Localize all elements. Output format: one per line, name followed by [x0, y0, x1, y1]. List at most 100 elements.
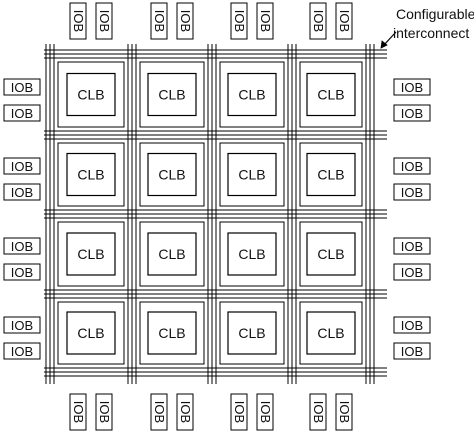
iob-label: IOB [401, 106, 423, 121]
clb-label: CLB [238, 246, 265, 262]
iob-block [335, 393, 353, 431]
iob-block [309, 2, 327, 40]
iob-block [3, 263, 41, 281]
iob-block [393, 104, 431, 122]
clb-label: CLB [238, 325, 265, 341]
iob-label: IOB [11, 239, 33, 254]
iob-label: IOB [11, 80, 33, 95]
iob-block [69, 2, 87, 40]
annotation-line-2: interconnect [393, 25, 470, 41]
iob-label: IOB [401, 344, 423, 359]
clb-block [306, 152, 356, 197]
iob-block [230, 393, 248, 431]
annotation-arrow-head [380, 40, 388, 49]
clb-block [147, 72, 197, 117]
clb-block [227, 152, 277, 197]
iob-label: IOB [152, 10, 167, 32]
iob-label: IOB [11, 106, 33, 121]
clb-block [66, 152, 116, 197]
iob-block [150, 393, 168, 431]
iob-block [150, 2, 168, 40]
clb-label: CLB [158, 246, 185, 262]
clb-label: CLB [77, 87, 104, 103]
clb-block [306, 232, 356, 276]
clb-label: CLB [158, 325, 185, 341]
iob-label: IOB [11, 159, 33, 174]
iob-label: IOB [311, 10, 326, 32]
iob-block [3, 183, 41, 201]
clb-label: CLB [158, 167, 185, 183]
iob-block [230, 2, 248, 40]
clb-block [306, 311, 356, 355]
clb-block [66, 311, 116, 355]
iob-label: IOB [232, 10, 247, 32]
iob-block [95, 2, 113, 40]
iob-block [393, 237, 431, 255]
iob-label: IOB [401, 239, 423, 254]
iob-block [393, 157, 431, 175]
iob-label: IOB [401, 159, 423, 174]
iob-block [69, 393, 87, 431]
iob-label: IOB [258, 10, 273, 32]
clb-label: CLB [317, 246, 344, 262]
clb-block [66, 72, 116, 117]
clb-label: CLB [77, 246, 104, 262]
iob-block [3, 316, 41, 334]
clb-label: CLB [238, 167, 265, 183]
iob-block [309, 393, 327, 431]
clb-block [147, 232, 197, 276]
iob-label: IOB [11, 185, 33, 200]
iob-label: IOB [11, 318, 33, 333]
clb-label: CLB [238, 87, 265, 103]
iob-label: IOB [401, 318, 423, 333]
clb-block [147, 152, 197, 197]
iob-label: IOB [152, 401, 167, 423]
iob-label: IOB [311, 401, 326, 423]
iob-label: IOB [97, 401, 112, 423]
iob-label: IOB [337, 10, 352, 32]
iob-block [393, 78, 431, 96]
clb-label: CLB [317, 325, 344, 341]
iob-label: IOB [258, 401, 273, 423]
iob-block [393, 183, 431, 201]
clb-block [227, 72, 277, 117]
iob-block [176, 393, 194, 431]
iob-label: IOB [401, 80, 423, 95]
iob-label: IOB [71, 10, 86, 32]
iob-label: IOB [401, 265, 423, 280]
iob-label: IOB [11, 344, 33, 359]
iob-block [393, 342, 431, 360]
iob-block [3, 157, 41, 175]
iob-label: IOB [178, 401, 193, 423]
iob-block [3, 78, 41, 96]
clb-label: CLB [317, 167, 344, 183]
iob-label: IOB [97, 10, 112, 32]
iob-block [3, 237, 41, 255]
iob-block [3, 342, 41, 360]
iob-block [256, 393, 274, 431]
clb-block [306, 72, 356, 117]
clb-label: CLB [77, 167, 104, 183]
iob-block [335, 2, 353, 40]
annotation-line-1: Configurable [396, 6, 474, 22]
clb-block [227, 311, 277, 355]
iob-label: IOB [337, 401, 352, 423]
iob-label: IOB [71, 401, 86, 423]
iob-label: IOB [178, 10, 193, 32]
iob-label: IOB [232, 401, 247, 423]
clb-block [227, 232, 277, 276]
iob-label: IOB [401, 185, 423, 200]
iob-block [393, 316, 431, 334]
iob-block [393, 263, 431, 281]
clb-label: CLB [317, 87, 344, 103]
iob-label: IOB [11, 265, 33, 280]
iob-block [3, 104, 41, 122]
clb-label: CLB [77, 325, 104, 341]
clb-block [147, 311, 197, 355]
clb-label: CLB [158, 87, 185, 103]
iob-block [95, 393, 113, 431]
clb-block [66, 232, 116, 276]
iob-block [176, 2, 194, 40]
